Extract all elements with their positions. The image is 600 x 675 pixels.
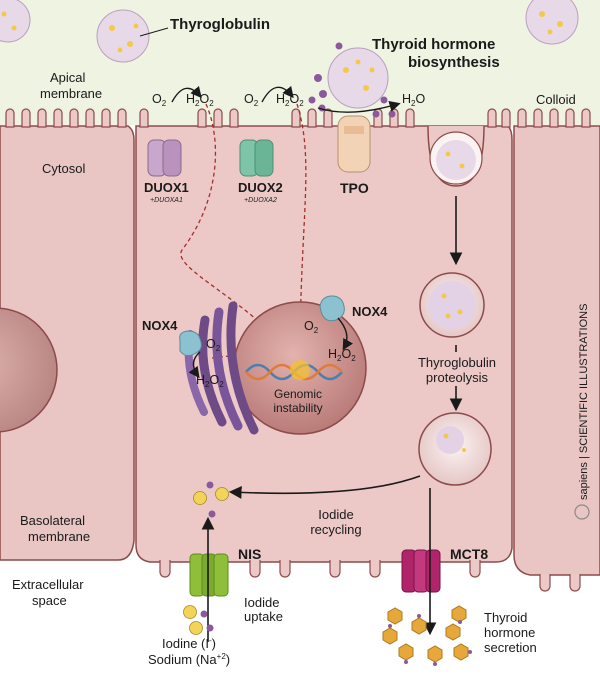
chem-o2-duox2: O2 (244, 92, 259, 108)
label-proteolysis-l2: proteolysis (426, 370, 489, 385)
chem-h2o2-duox1: H2O2 (186, 92, 214, 108)
label-proteolysis-l1: Thyroglobulin (418, 355, 496, 370)
nox4-left-protein (179, 330, 202, 357)
dna-helix (245, 360, 343, 381)
nis-transporter (189, 553, 229, 597)
label-sodium: Sodium (Na+2) (148, 652, 230, 667)
label-duoxa1: +DUOXA1 (150, 197, 183, 204)
tpo-protein (337, 115, 371, 173)
chem-h2o: H2O (402, 92, 425, 108)
label-secretion-l1: Thyroid (484, 610, 527, 625)
label-uptake-l1: Iodide (244, 595, 279, 610)
label-secretion-l2: hormone (484, 625, 535, 640)
label-extracellular-l1: Extracellular (12, 577, 84, 592)
label-duox1: DUOX1 (144, 180, 189, 195)
duox1-protein (147, 139, 182, 177)
thyroglobulin-pointer (139, 27, 169, 37)
label-biosynthesis-l2: biosynthesis (408, 54, 500, 71)
label-secretion-l3: secretion (484, 640, 537, 655)
nox4-right-protein (319, 295, 345, 322)
label-basolateral-l1: Basolateral (20, 513, 85, 528)
label-thyroglobulin: Thyroglobulin (170, 16, 270, 33)
nox4-left-reaction-arrow (188, 351, 201, 379)
label-duoxa2: +DUOXA2 (244, 197, 277, 204)
label-uptake-l2: uptake (244, 609, 283, 624)
cell-left (0, 125, 135, 561)
label-tpo: TPO (340, 180, 369, 196)
vesicle-lysosome (418, 412, 492, 486)
label-duox2: DUOX2 (238, 180, 283, 195)
label-basolateral-l2: membrane (28, 529, 90, 544)
label-genomic-l1: Genomic (274, 387, 322, 401)
iodide-cytosol (193, 481, 229, 518)
hormone-iodine-dots (388, 614, 472, 666)
label-colloid: Colloid (536, 92, 576, 107)
nox4-right-reaction-arrow (337, 317, 354, 351)
chem-h2o2-nox4-left: H2O2 (196, 373, 224, 389)
label-nox4-left: NOX4 (142, 318, 178, 333)
sapiens-logo (574, 504, 590, 520)
chem-o2-duox1: O2 (152, 92, 167, 108)
label-recycling-l1: Iodide (318, 507, 353, 522)
label-recycling-l2: recycling (310, 522, 361, 537)
label-genomic-l2: instability (273, 401, 322, 415)
label-cytosol: Cytosol (42, 161, 85, 176)
label-nox4-right: NOX4 (352, 304, 388, 319)
duox1-reaction-arrow (171, 85, 202, 103)
label-biosynthesis-l1: Thyroid hormone (372, 36, 495, 53)
mct8-transporter (401, 549, 441, 593)
vesicle-proteolysis (419, 272, 485, 338)
label-iodine: Iodine (I-) (162, 636, 216, 651)
chem-o2-nox4-left: O2 (206, 337, 221, 353)
basolateral-folds (159, 560, 581, 592)
label-apical-l2: membrane (40, 86, 102, 101)
chem-h2o2-nox4-right: H2O2 (328, 347, 356, 363)
label-nis: NIS (238, 546, 261, 562)
chem-h2o2-duox2: H2O2 (276, 92, 304, 108)
tpo-reaction-arrow (317, 100, 401, 113)
iodide-extracellular (183, 605, 214, 635)
endocytic-vesicle (427, 125, 485, 187)
label-apical-l1: Apical (50, 70, 86, 85)
iodide-dots-colloid (308, 42, 396, 118)
duox2-reaction-arrow (261, 85, 294, 103)
microvilli (5, 108, 591, 128)
thyroglobulin-blobs (0, 0, 579, 109)
chem-o2-nox4-right: O2 (304, 319, 319, 335)
duox2-protein (239, 139, 274, 177)
thyroid-hormone-molecules (382, 605, 469, 663)
colloid-region (0, 0, 600, 125)
label-extracellular-l2: space (32, 593, 67, 608)
iodide-recycling-arrow (228, 475, 421, 499)
watermark: sapiens | SCIENTIFIC ILLUSTRATIONS (578, 304, 590, 500)
left-cell-nucleus (0, 307, 58, 433)
label-mct8: MCT8 (450, 546, 488, 562)
